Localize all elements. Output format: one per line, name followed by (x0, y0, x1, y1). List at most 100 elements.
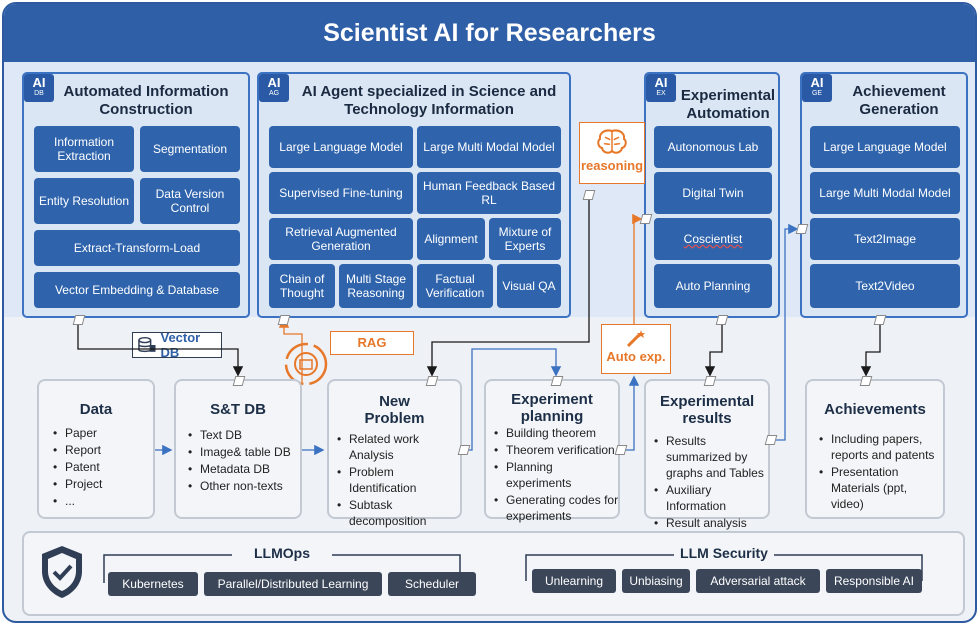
card-title: S&T DB (210, 401, 266, 418)
box-autonomous-lab: Autonomous Lab (654, 126, 772, 168)
badge-label: AI (32, 75, 46, 90)
box-information-extraction: Information Extraction (34, 126, 134, 172)
list-item: Presentation Materials (ppt, video) (819, 464, 943, 512)
box-ge-llm: Large Language Model (810, 126, 960, 168)
badge-code: EX (656, 90, 666, 97)
panel-title: Achievement Generation (852, 83, 946, 118)
card-st-db: S&T DB Text DB Image& table DB Metadata … (174, 379, 302, 519)
box-entity-resolution: Entity Resolution (34, 178, 134, 224)
vector-db-label: Vector DB (160, 330, 201, 360)
box-etl: Extract-Transform-Load (34, 230, 240, 266)
pill-parallel-learning: Parallel/Distributed Learning (204, 572, 382, 596)
box-text2image: Text2Image (810, 218, 960, 260)
box-data-version-control: Data Version Control (140, 178, 240, 224)
card-title: Experimental results (660, 393, 755, 427)
pill-adversarial: Adversarial attack (696, 569, 820, 593)
box-lmm: Large Multi Modal Model (417, 126, 561, 168)
pill-responsible-ai: Responsible AI (826, 569, 922, 593)
list-item: Subtask decomposition (337, 497, 461, 529)
database-icon (138, 336, 156, 353)
box-coscientist: Coscientist (654, 218, 772, 260)
box-vector-embedding: Vector Embedding & Database (34, 272, 240, 308)
box-cot: Chain of Thought (269, 264, 335, 308)
pill-unbiasing: Unbiasing (622, 569, 690, 593)
box-segmentation: Segmentation (140, 126, 240, 172)
box-moe: Mixture of Experts (489, 218, 561, 260)
shield-check-icon (42, 546, 82, 598)
connector-jack (614, 445, 628, 455)
list-item: Project (53, 476, 153, 492)
list-item: Building theorem (494, 425, 620, 441)
pill-unlearning: Unlearning (532, 569, 616, 593)
list-item: Problem Identification (337, 464, 461, 496)
box-digital-twin: Digital Twin (654, 172, 772, 214)
card-items: Including papers, reports and patents Pr… (819, 431, 943, 513)
list-item: Report (53, 442, 153, 458)
card-title: New Problem (364, 393, 425, 427)
connector-jack (715, 315, 729, 325)
panel-title: AI Agent specialized in Science and Tech… (301, 83, 557, 118)
card-title: Data (79, 401, 113, 418)
reasoning-box: reasoning (579, 122, 645, 184)
list-item: Results summarized by graphs and Tables (654, 433, 770, 481)
reasoning-label: reasoning (580, 158, 644, 173)
security-title: LLM Security (680, 545, 768, 561)
box-alignment: Alignment (417, 218, 485, 260)
security-bracket (525, 554, 923, 581)
card-items: Paper Report Patent Project ... (53, 425, 153, 510)
list-item: Paper (53, 425, 153, 441)
pill-scheduler: Scheduler (388, 572, 476, 596)
box-rag: Retrieval Augmented Generation (269, 218, 413, 260)
connector-jack (457, 445, 471, 455)
badge-code: AG (268, 90, 280, 97)
box-visual-qa: Visual QA (497, 264, 561, 308)
list-item: Patent (53, 459, 153, 475)
list-item: Text DB (188, 427, 302, 443)
ops-security-section: LLMOps Kubernetes Parallel/Distributed L… (22, 531, 965, 616)
badge-label: AI (654, 75, 668, 90)
list-item: Result analysis (654, 515, 770, 531)
box-llm: Large Language Model (269, 126, 413, 168)
box-auto-planning: Auto Planning (654, 264, 772, 308)
rag-box: RAG (330, 331, 414, 355)
badge-label: AI (810, 75, 824, 90)
list-item: Theorem verification (494, 442, 620, 458)
vector-db-box: Vector DB (132, 330, 222, 360)
box-rlhf: Human Feedback Based RL (417, 172, 561, 214)
auto-exp-label: Auto exp. (606, 349, 666, 364)
list-item: Generating codes for experiments (494, 492, 620, 524)
card-title: Experiment planning (511, 391, 593, 425)
badge-code: GE (811, 90, 823, 97)
list-item: ... (53, 493, 153, 509)
card-items: Building theorem Theorem verification Pl… (494, 425, 620, 525)
list-item: Related work Analysis (337, 431, 461, 463)
card-achievements: Achievements Including papers, reports a… (805, 379, 945, 519)
panel-title: Automated Information Construction (63, 83, 229, 118)
connector-jack (764, 435, 778, 445)
badge-code: DB (34, 90, 44, 97)
box-factual: Factual Verification (417, 264, 493, 308)
list-item: Other non-texts (188, 478, 302, 494)
card-experiment-planning: Experiment planning Building theorem The… (484, 379, 620, 523)
panel-title: Experimental Automation (680, 87, 776, 122)
brain-icon (597, 129, 627, 154)
auto-exp-box: Auto exp. (601, 324, 671, 374)
list-item: Metadata DB (188, 461, 302, 477)
list-item: Image& table DB (188, 444, 302, 460)
box-text2video: Text2Video (810, 264, 960, 308)
list-item: Including papers, reports and patents (819, 431, 943, 463)
card-data: Data Paper Report Patent Project ... (37, 379, 155, 519)
card-items: Results summarized by graphs and Tables … (654, 433, 770, 532)
card-new-problem: New Problem Related work Analysis Proble… (327, 379, 462, 528)
badge-label: AI (267, 75, 281, 90)
list-item: Auxiliary Information (654, 482, 770, 514)
connector-jack (72, 315, 86, 325)
